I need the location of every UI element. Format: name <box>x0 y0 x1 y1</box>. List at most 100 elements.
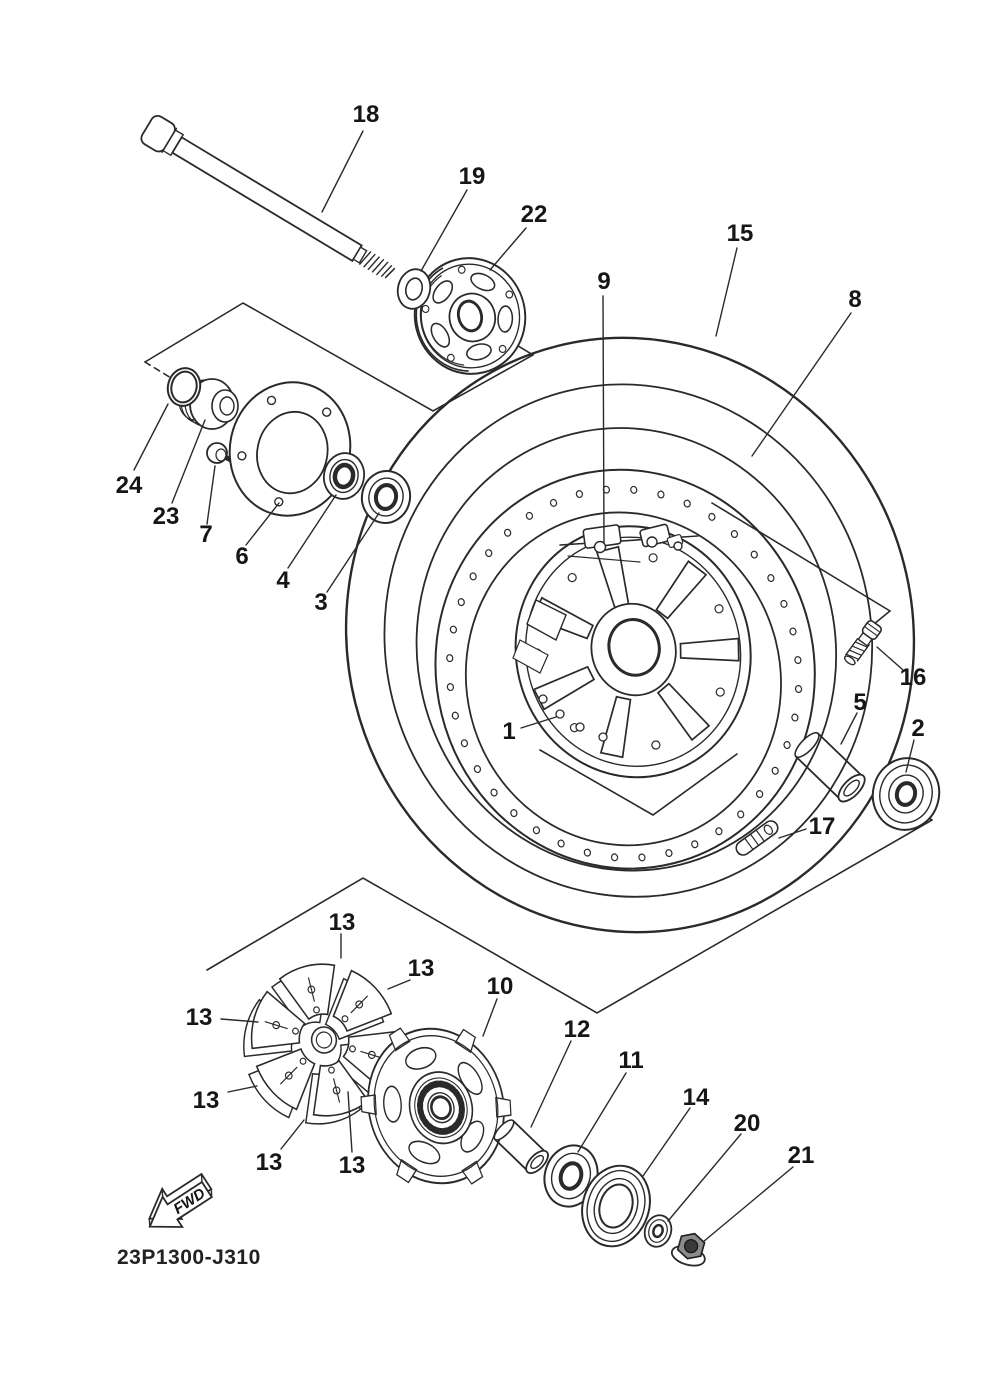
flange-inner-ring <box>419 263 521 369</box>
rim-hole <box>485 549 493 558</box>
rim-hole <box>750 550 758 559</box>
leader-line-20 <box>667 1133 742 1222</box>
flange-slot <box>470 272 496 292</box>
rim-hole <box>794 656 802 665</box>
rim-hole <box>683 499 691 508</box>
left-group-bracket <box>144 302 535 412</box>
anchor-bolt-3 <box>673 541 683 551</box>
part-label-13: 13 <box>186 1004 213 1031</box>
hub-stud <box>538 694 548 704</box>
rim-hole <box>755 790 764 799</box>
plate-hole <box>237 451 247 461</box>
spacer-side <box>512 1119 548 1154</box>
hub-stud <box>575 722 585 732</box>
leader-line-13 <box>387 979 411 990</box>
flange-bolt <box>505 290 514 299</box>
spacer-bore <box>843 779 860 797</box>
leader-line-14 <box>642 1107 691 1177</box>
part-label-11: 11 <box>618 1047 643 1074</box>
weight-clip <box>763 824 774 835</box>
axle-step <box>352 246 368 264</box>
valve-thread <box>854 641 869 648</box>
leader-line-9 <box>602 295 605 544</box>
leader-line-2 <box>905 739 915 773</box>
bearing-2-drawing <box>871 757 941 831</box>
part-label-16: 16 <box>900 664 927 691</box>
rim-hole <box>504 528 512 537</box>
hub-spokes <box>531 545 740 759</box>
rim-hole <box>767 574 775 583</box>
damper-seam <box>350 995 368 1014</box>
spacer-bore <box>530 1154 545 1170</box>
rim-hole <box>789 627 797 636</box>
rim-hole <box>449 625 458 634</box>
damper-pin <box>272 1021 281 1030</box>
spline-teeth <box>416 1080 465 1135</box>
leader-line-4 <box>287 494 337 569</box>
damper-pin <box>328 1066 335 1074</box>
part-label-7: 7 <box>199 521 212 548</box>
rim-spoke-holes <box>446 485 803 862</box>
leader-line-1 <box>520 716 557 729</box>
sprocket-bore <box>430 1095 452 1121</box>
plate-hole <box>266 395 277 406</box>
flange-bolt <box>567 572 577 583</box>
rim-hole <box>460 739 469 748</box>
damper-pin <box>292 1027 299 1035</box>
part-label-15: 15 <box>727 220 754 247</box>
rim-hole <box>457 598 465 607</box>
ring-parts <box>166 268 941 1248</box>
leader-line-11 <box>577 1072 627 1153</box>
damper-pin <box>367 1050 376 1059</box>
oil-seal-14-drawing <box>581 1164 651 1248</box>
rim-hole <box>473 765 482 774</box>
rim-outer-edge <box>434 468 816 870</box>
rim-hole <box>737 810 745 819</box>
rim-hole <box>525 511 534 520</box>
leader-line-21 <box>702 1166 794 1243</box>
bearing-3-drawing <box>360 470 412 524</box>
washer-19-drawing <box>396 268 432 310</box>
fwd-arrow-edge <box>161 1188 164 1198</box>
collar-bore <box>219 396 235 416</box>
part-label-22: 22 <box>521 201 548 228</box>
part-label-20: 20 <box>734 1110 761 1137</box>
retainer-plate-drawing <box>228 381 352 517</box>
flange-bolt <box>651 740 661 750</box>
sprocket-lightening-hole <box>405 1046 437 1070</box>
weight-rib <box>749 833 760 847</box>
sprocket-tab <box>388 1027 411 1052</box>
anchor-bolt-2 <box>646 536 658 548</box>
spacer-side <box>494 1138 529 1173</box>
flange-bolt <box>715 687 725 697</box>
leader-line-17 <box>778 828 807 839</box>
leader-line-23 <box>171 419 206 504</box>
nut-bore <box>684 1239 699 1254</box>
part-label-10: 10 <box>487 973 514 1000</box>
hub-rib-detail-2 <box>512 639 549 674</box>
weight-rib <box>744 837 754 851</box>
o-ring-24-drawing <box>166 367 202 407</box>
part-label-18: 18 <box>353 101 380 128</box>
plate-hole <box>274 497 284 507</box>
fwd-arrow-edge <box>210 1188 213 1198</box>
flange-bolt <box>457 265 466 274</box>
damper-block <box>278 963 336 1021</box>
spacer-side <box>817 732 864 778</box>
part-label-13: 13 <box>329 909 356 936</box>
fwd-arrow-front-face <box>148 1180 213 1228</box>
anchor-bolt <box>593 540 607 554</box>
rim-hole <box>446 683 455 692</box>
leader-line-6 <box>245 502 280 546</box>
leader-line-18 <box>321 130 364 213</box>
rim-hole <box>638 853 646 862</box>
spacer5-drawing <box>794 731 866 803</box>
part-label-9: 9 <box>597 268 610 295</box>
part-label-1: 1 <box>502 718 515 745</box>
leader-line-16 <box>876 646 904 671</box>
part-label-17: 17 <box>809 813 836 840</box>
hub-rib-detail <box>526 599 567 641</box>
rim-hole <box>532 826 541 835</box>
